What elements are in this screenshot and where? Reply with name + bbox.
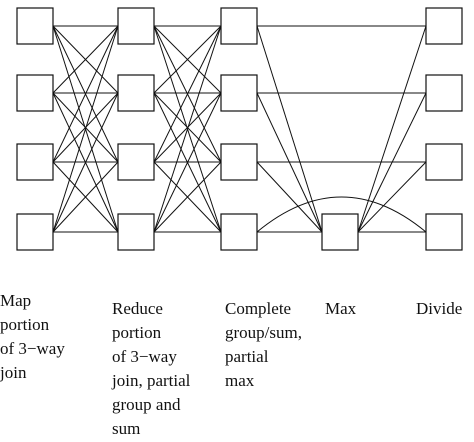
- diagram-nodes: [16, 7, 463, 251]
- edge-map-to-reduce: [52, 25, 119, 94]
- edge-max-to-divide: [357, 92, 427, 233]
- stage-label-map: Map portion of 3−way join: [0, 291, 65, 382]
- edge-map-to-reduce: [52, 25, 119, 163]
- node-map-1: [16, 7, 54, 45]
- edge-map-to-reduce: [52, 25, 119, 233]
- node-divide-4: [425, 213, 463, 251]
- node-map-3: [16, 143, 54, 181]
- edge-reduce-to-complete: [153, 92, 222, 233]
- stage-label-divide: Divide: [416, 299, 463, 318]
- node-reduce-1: [117, 7, 155, 45]
- stage-label-max: Max: [325, 299, 357, 318]
- node-complete-2: [220, 74, 258, 112]
- node-divide-3: [425, 143, 463, 181]
- edge-complete-to-divide-arc: [256, 196, 427, 233]
- node-complete-1: [220, 7, 258, 45]
- edge-max-to-divide: [357, 161, 427, 233]
- node-map-4: [16, 213, 54, 251]
- edge-map-to-reduce: [52, 161, 119, 233]
- edge-reduce-to-complete: [153, 25, 222, 233]
- node-divide-1: [425, 7, 463, 45]
- edge-complete-to-max: [256, 25, 323, 233]
- node-complete-3: [220, 143, 258, 181]
- node-complete-4: [220, 213, 258, 251]
- dataflow-diagram: [16, 7, 463, 251]
- edge-reduce-to-complete: [153, 25, 222, 94]
- node-max-1: [321, 213, 359, 251]
- node-reduce-4: [117, 213, 155, 251]
- node-map-2: [16, 74, 54, 112]
- edge-map-to-reduce: [52, 92, 119, 233]
- edge-reduce-to-complete: [153, 25, 222, 163]
- edge-complete-to-max: [256, 161, 323, 233]
- diagram-edges: [52, 25, 427, 233]
- edge-max-to-divide: [357, 25, 427, 233]
- node-reduce-2: [117, 74, 155, 112]
- node-reduce-3: [117, 143, 155, 181]
- stage-label-complete: Complete group/sum, partial max: [225, 299, 302, 390]
- node-divide-2: [425, 74, 463, 112]
- edge-reduce-to-complete: [153, 161, 222, 233]
- stage-label-reduce: Reduce portion of 3−way join, partial gr…: [112, 299, 191, 438]
